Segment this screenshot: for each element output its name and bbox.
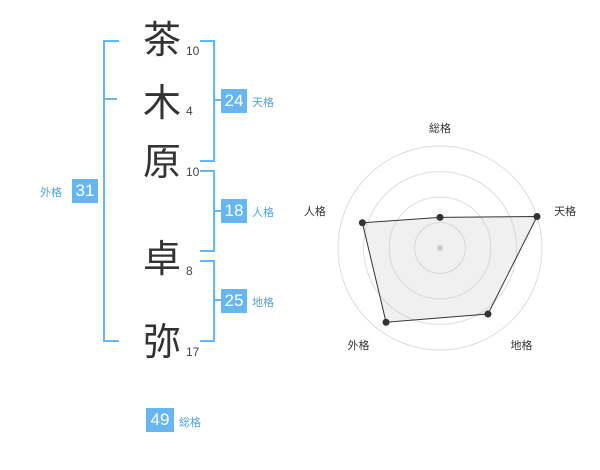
name-char-2: 木 [142, 81, 181, 125]
radar-axis-label-2: 天格 [554, 204, 576, 218]
radar-ring-3 [363, 171, 517, 325]
tenkaku-label: 天格 [252, 96, 274, 109]
radar-axis-label-1: 総格 [429, 121, 451, 135]
jinkaku-bracket-tick [213, 210, 221, 212]
tenkaku-bracket-tick [213, 99, 221, 101]
jinkaku-value-badge: 18 [221, 199, 247, 223]
chikaku-bracket [200, 260, 215, 342]
gaikaku-label: 外格 [40, 186, 62, 199]
chikaku-value-badge: 25 [221, 289, 247, 313]
chikaku-label: 地格 [252, 296, 274, 309]
stroke-count-2: 4 [186, 104, 193, 118]
tenkaku-bracket [200, 40, 215, 162]
radar-series-polygon [361, 215, 538, 323]
stroke-count-1: 10 [186, 44, 200, 58]
name-char-1: 茶 [142, 18, 181, 62]
radar-ring-2 [388, 196, 492, 300]
tenkaku-value-badge: 24 [221, 89, 247, 113]
radar-point-5 [358, 219, 366, 227]
gaikaku-bracket-tick [103, 98, 117, 100]
radar-ring-1 [414, 222, 466, 274]
soukaku-label: 総格 [179, 416, 201, 429]
jinkaku-label: 人格 [252, 206, 274, 219]
radar-point-4 [382, 318, 390, 326]
radar-point-3 [484, 310, 492, 318]
gaikaku-bracket [103, 40, 119, 342]
radar-axis-label-5: 人格 [304, 204, 326, 218]
stroke-count-3: 10 [186, 165, 200, 179]
chikaku-bracket-tick [213, 299, 221, 301]
stroke-count-5: 17 [186, 345, 200, 359]
radar-center-dot [437, 245, 443, 251]
radar-point-2 [533, 212, 541, 220]
name-char-5: 弥 [142, 320, 181, 364]
stroke-count-4: 8 [186, 264, 193, 278]
name-char-3: 原 [142, 140, 181, 184]
radar-axis-label-3: 地格 [511, 338, 533, 352]
radar-ring-4 [337, 145, 543, 351]
name-char-4: 卓 [142, 237, 181, 281]
radar-point-1 [436, 213, 444, 221]
radar-axis-label-4: 外格 [347, 338, 369, 352]
gaikaku-value-badge: 31 [72, 179, 98, 203]
soukaku-value-badge: 49 [146, 408, 174, 432]
